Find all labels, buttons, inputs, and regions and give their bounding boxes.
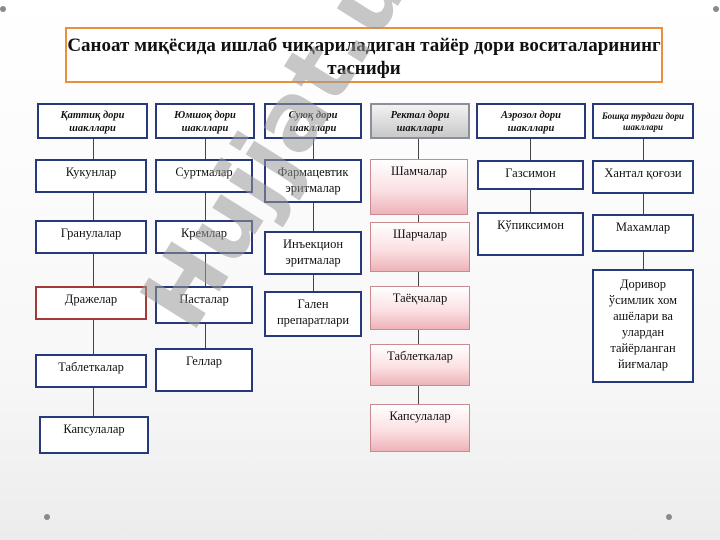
- item-rectal-tablets: Таблеткалар: [370, 344, 470, 386]
- category-liquid: Суюқ дори шакллари: [264, 103, 362, 139]
- item-galenic-preparations: Гален препаратлари: [264, 291, 362, 337]
- category-rectal: Ректал дори шакллари: [370, 103, 470, 139]
- item-powders: Кукунлар: [35, 159, 147, 193]
- category-soft: Юмшоқ дори шакллари: [155, 103, 255, 139]
- item-gels: Геллар: [155, 348, 253, 392]
- item-balls: Шарчалар: [370, 222, 470, 272]
- item-sticks: Таёқчалар: [370, 286, 470, 330]
- slide-dot: [713, 6, 719, 12]
- category-aerosol: Аэрозол дори шакллари: [476, 103, 586, 139]
- category-other: Бошқа турдаги дори шакллари: [592, 103, 694, 139]
- item-gaseous: Газсимон: [477, 160, 584, 190]
- slide-dot: [666, 514, 672, 520]
- slide-dot: [0, 6, 6, 12]
- slide-dot: [44, 514, 50, 520]
- item-herbal-collections: Доривор ўсимлик хом ашёлари ва улардан т…: [592, 269, 694, 383]
- item-capsules: Капсулалар: [39, 416, 149, 454]
- item-mustard-paper: Хантал қоғози: [592, 160, 694, 194]
- connector-rectal: [418, 139, 419, 414]
- diagram-title: Саноат миқёсида ишлаб чиқариладиган тайё…: [65, 27, 663, 83]
- item-rectal-capsules: Капсулалар: [370, 404, 470, 452]
- category-solid: Қаттиқ дори шакллари: [37, 103, 148, 139]
- item-foam: Кўпиксимон: [477, 212, 584, 256]
- item-plasters: Махамлар: [592, 214, 694, 252]
- connector-liquid: [313, 139, 314, 309]
- item-pharma-solutions: Фармацевтик эритмалар: [264, 159, 362, 203]
- item-suppositories: Шамчалар: [370, 159, 468, 215]
- item-granules: Гранулалар: [35, 220, 147, 254]
- item-pastes: Пасталар: [155, 286, 253, 324]
- item-tablets: Таблеткалар: [35, 354, 147, 388]
- item-dragees: Дражелар: [35, 286, 147, 320]
- item-creams: Кремлар: [155, 220, 253, 254]
- connector-other: [643, 139, 644, 284]
- item-ointments: Суртмалар: [155, 159, 253, 193]
- item-injection-solutions: Инъекцион эритмалар: [264, 231, 362, 275]
